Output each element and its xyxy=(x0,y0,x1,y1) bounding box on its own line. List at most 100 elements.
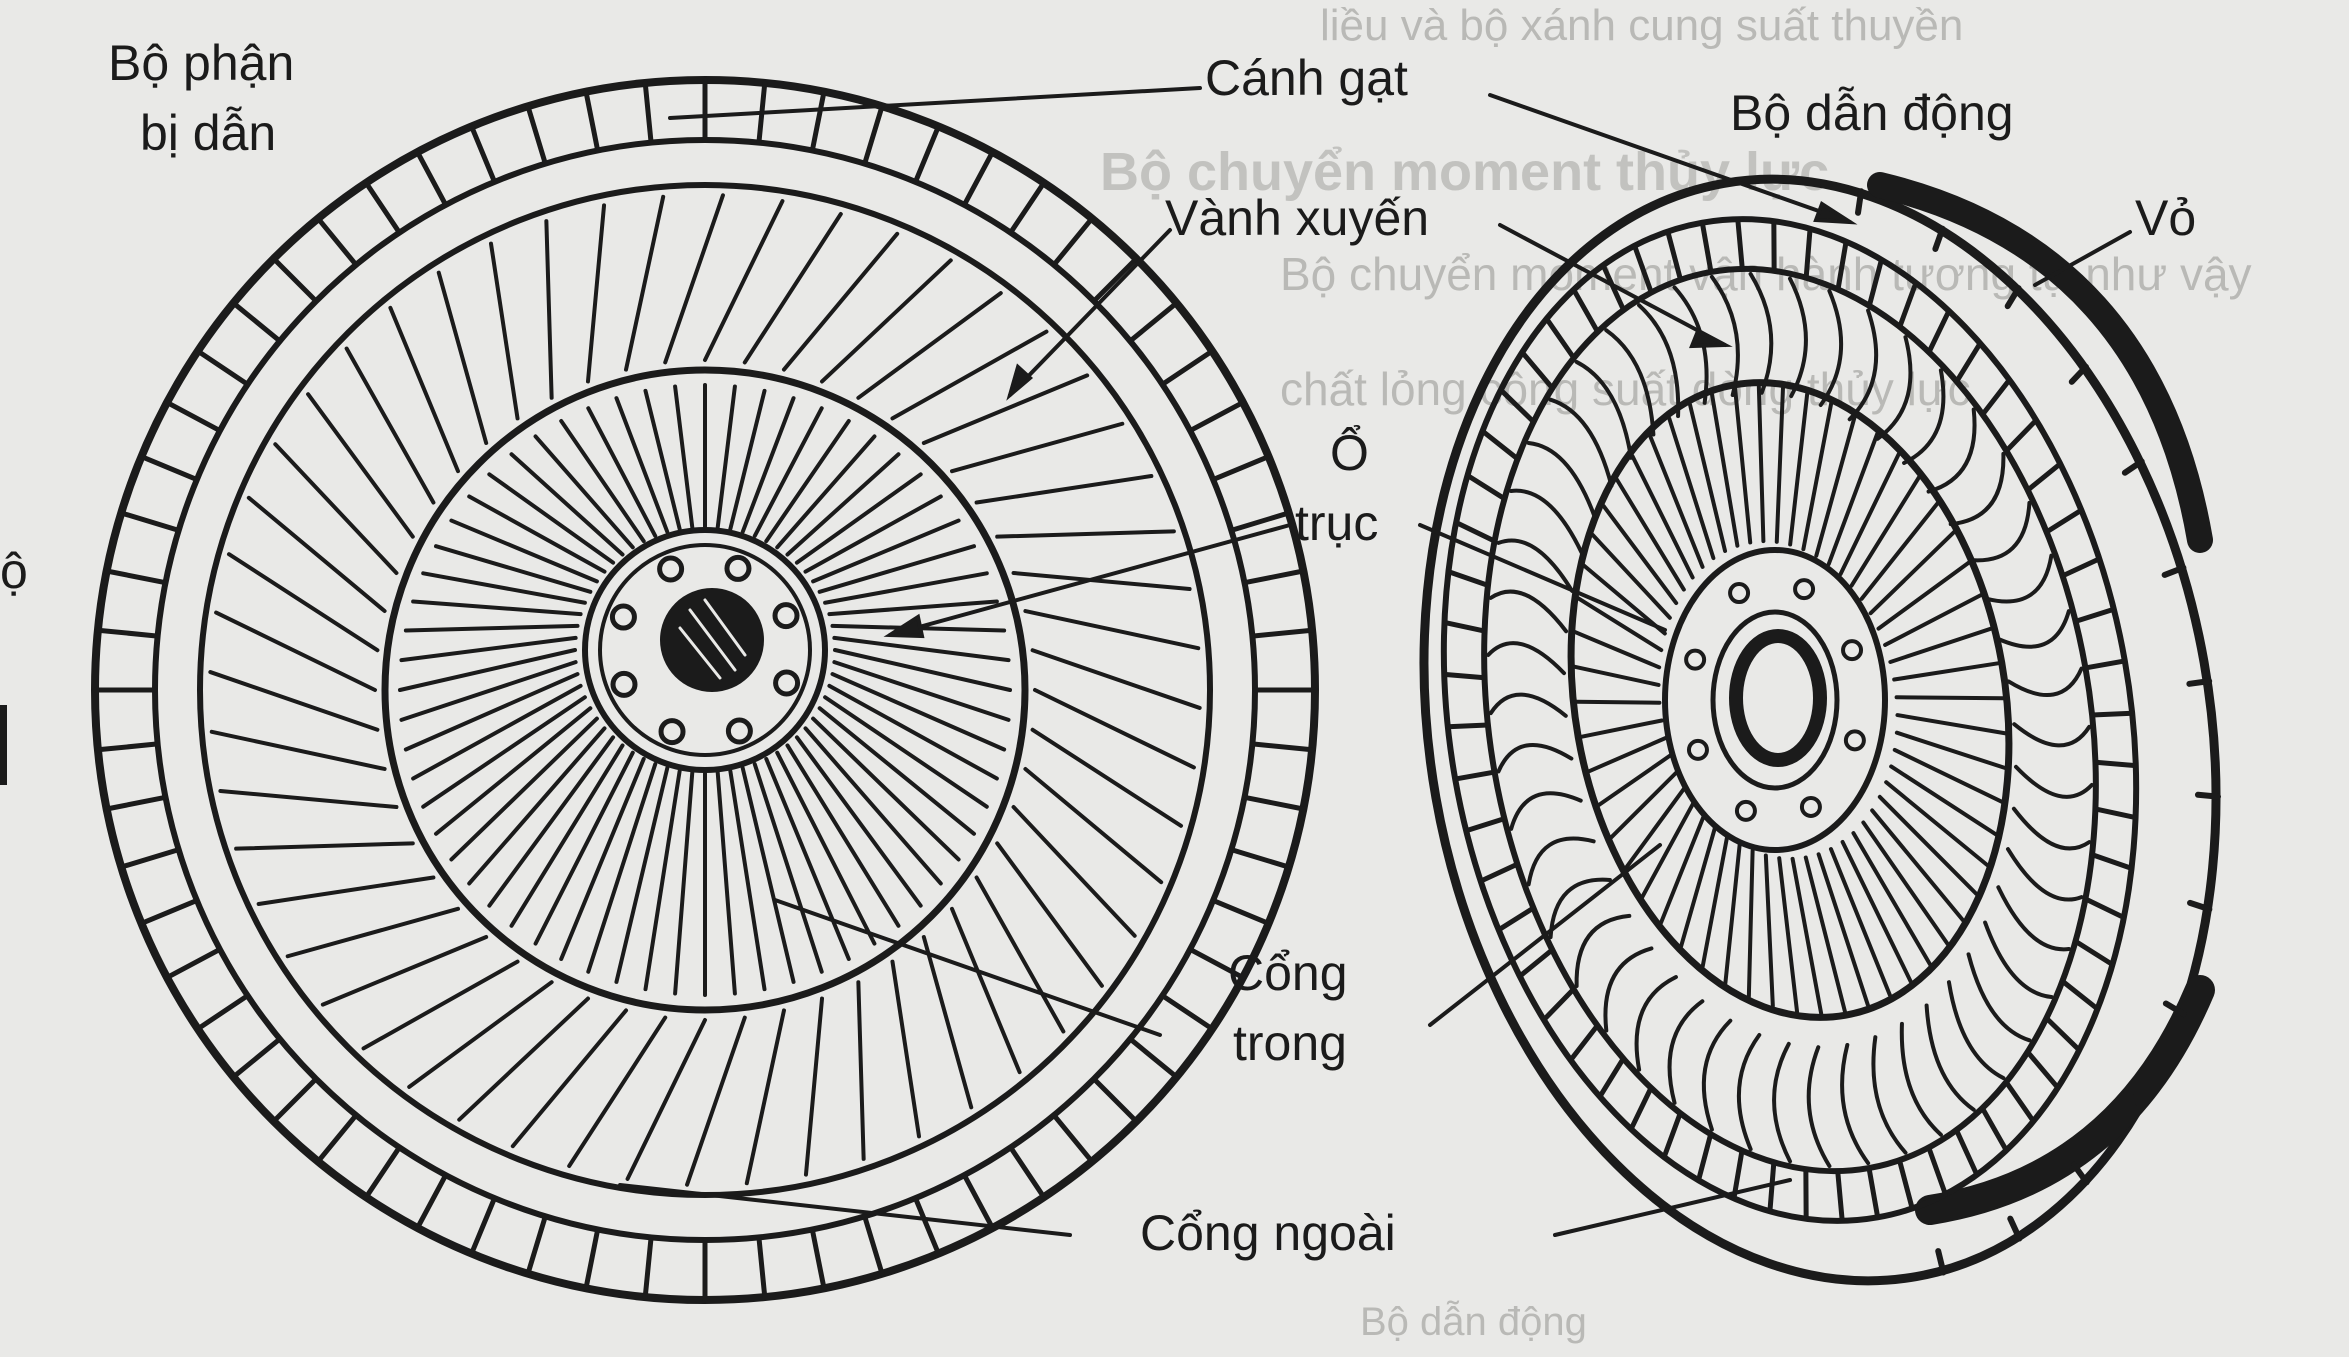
driving-segment-divider xyxy=(1445,569,1491,588)
driven-vane xyxy=(995,841,1104,988)
driven-segment-divider xyxy=(271,256,319,304)
driving-segment-divider xyxy=(2073,606,2117,624)
driven-segment-divider xyxy=(809,89,827,154)
driving-vane xyxy=(1818,288,1844,407)
driven-inner-blade xyxy=(715,770,737,996)
driving-inner-blade xyxy=(1710,392,1740,548)
driven-vane xyxy=(361,959,520,1051)
driving-segment-divider xyxy=(1699,220,1714,275)
driving-vane xyxy=(2011,806,2092,851)
driven-vane xyxy=(344,346,436,505)
driven-vane xyxy=(544,219,554,400)
driving-inner-blade xyxy=(1647,433,1705,569)
left-edge-mark xyxy=(0,705,7,785)
driving-vane xyxy=(1496,538,1575,593)
driven-segment-divider xyxy=(862,1213,885,1277)
driving-segment-divider xyxy=(1897,280,1919,330)
driving-inner-blade xyxy=(1667,416,1716,561)
driven-vane xyxy=(921,935,974,1110)
driven-segment-divider xyxy=(414,149,449,208)
driving-inner-blade xyxy=(1590,532,1672,620)
driven-hub-bolt xyxy=(658,718,686,746)
driving-inner-blade xyxy=(1576,596,1664,653)
driving-vane xyxy=(1787,276,1808,399)
driving-vane xyxy=(1548,397,1614,488)
driven-inner-blade xyxy=(832,635,1011,663)
label-torus-ring: Vành xuyến xyxy=(1165,190,1429,246)
leader-torus-left xyxy=(1008,228,1172,397)
driving-segment-divider xyxy=(2089,710,2135,718)
leader-bearing-right xyxy=(1418,523,1667,632)
driven-vane xyxy=(246,495,387,614)
driven-vane xyxy=(803,996,825,1177)
driving-vane xyxy=(1604,328,1656,437)
driving-vane xyxy=(1966,952,2032,1043)
driven-inner-blade xyxy=(509,452,625,557)
driving-vane xyxy=(1574,913,1632,989)
driven-inner-blade xyxy=(728,388,767,531)
driven-hub-bolt xyxy=(725,717,753,745)
driven-segment-divider xyxy=(230,1036,283,1080)
driving-vane xyxy=(1984,553,2054,604)
driven-hub-bolt xyxy=(773,669,801,697)
driving-inner-blade xyxy=(1894,695,2006,701)
driving-vane xyxy=(2012,722,2092,748)
driving-vane xyxy=(1736,1033,1762,1152)
driven-vane xyxy=(218,788,399,810)
driving-inner-blade xyxy=(1895,713,2008,736)
driving-inner-blade xyxy=(1876,560,1971,631)
driven-inner-ring xyxy=(381,366,1029,1014)
driving-vane xyxy=(1772,1041,1793,1164)
driving-segment-divider xyxy=(1541,986,1577,1023)
driven-vane xyxy=(921,373,1090,445)
driven-vane xyxy=(488,241,520,421)
driven-vane xyxy=(209,729,387,771)
driving-inner-blade xyxy=(1763,853,1775,1008)
driven-segment-divider xyxy=(95,741,161,753)
driving-inner-blade xyxy=(1826,431,1880,567)
housing-shadow-bottom xyxy=(1915,975,2215,1225)
driving-hub-flange xyxy=(1662,547,1888,853)
driving-segment-divider xyxy=(1597,1056,1626,1100)
leader-inner-port-right xyxy=(1428,843,1662,1027)
driving-hub-bolts xyxy=(1684,578,1866,822)
driven-vane xyxy=(685,1015,747,1187)
driven-segment-divider xyxy=(912,123,941,185)
driven-vane xyxy=(256,875,436,907)
driving-segment-divider xyxy=(1517,947,1555,979)
driven-vane xyxy=(1011,805,1137,938)
driving-inner-blade xyxy=(1679,823,1718,949)
driving-segment-divider xyxy=(1544,316,1577,361)
driving-vane xyxy=(2014,764,2094,799)
driven-vane xyxy=(781,231,900,372)
driven-segment-divider xyxy=(414,1172,449,1231)
housing-shadow-top xyxy=(1867,172,2213,553)
driven-segment-divider xyxy=(164,399,223,434)
driving-inner-blade xyxy=(1870,808,1966,923)
driven-inner-blade xyxy=(775,434,877,550)
driving-vane xyxy=(1902,368,1946,465)
driving-segment-divider xyxy=(1866,257,1884,309)
driven-inner-blade xyxy=(487,735,616,908)
driven-vane xyxy=(995,529,1176,539)
driven-hub-bolts xyxy=(609,554,801,746)
driving-hub-bolt xyxy=(1728,582,1751,605)
driving-inner-blade xyxy=(1574,699,1662,705)
driven-segment-divider xyxy=(95,627,161,639)
driving-vane xyxy=(1637,303,1681,419)
driving-hub-bolt xyxy=(1799,795,1822,818)
leader-vanes-right xyxy=(1488,93,1852,224)
driven-vane xyxy=(625,1018,707,1181)
driven-segment-divider xyxy=(1210,897,1272,926)
driven-segment-divider xyxy=(1228,510,1292,533)
driven-inner-blade xyxy=(740,766,796,984)
driven-inner-blade xyxy=(614,396,670,534)
leader-lines xyxy=(618,86,2132,1237)
driven-vane xyxy=(214,610,377,692)
driven-segment-divider xyxy=(1091,1076,1139,1124)
driven-inner-blade xyxy=(411,599,583,617)
driven-inner-blade xyxy=(559,756,646,961)
housing-tick xyxy=(2004,285,2022,310)
driving-segment-divider xyxy=(1441,619,1488,634)
